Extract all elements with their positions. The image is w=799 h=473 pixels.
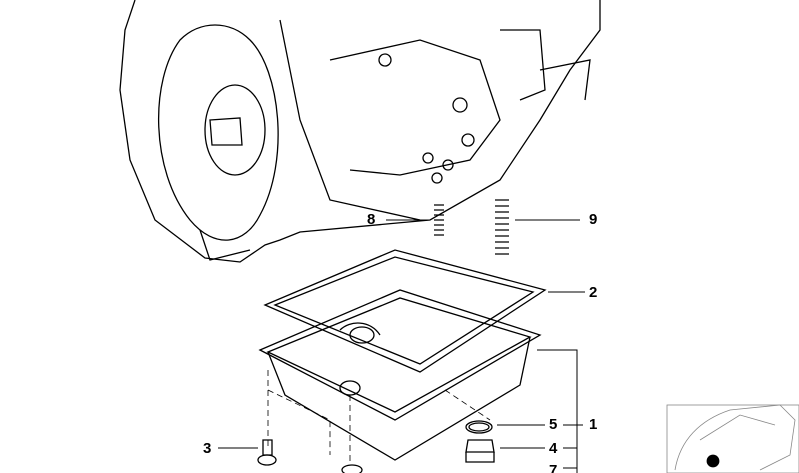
car-locator-thumbnail: [666, 404, 799, 473]
callout-1[interactable]: 1: [589, 416, 598, 433]
spring-8: [434, 204, 444, 236]
transmission-housing: [119, 0, 601, 263]
callout-4[interactable]: 4: [549, 440, 558, 457]
callout-5[interactable]: 5: [549, 416, 558, 433]
leader-lines: [218, 219, 585, 473]
callout-2[interactable]: 2: [589, 284, 598, 301]
seal-7: [341, 464, 363, 473]
drain-plug-4: [465, 439, 495, 463]
o-ring-5: [465, 420, 493, 434]
callout-9[interactable]: 9: [589, 211, 598, 228]
callout-3[interactable]: 3: [203, 440, 212, 457]
guide-lines: [267, 370, 491, 465]
spring-9: [495, 199, 509, 255]
bolt-3: [257, 439, 277, 466]
gasket: [263, 249, 547, 373]
callout-8[interactable]: 8: [367, 211, 376, 228]
callout-7[interactable]: 7: [549, 462, 558, 473]
